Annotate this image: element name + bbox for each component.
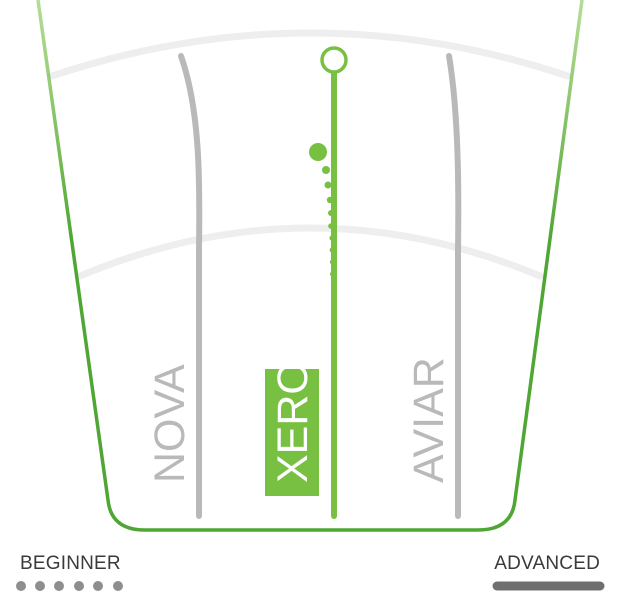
- funnel-outline: [36, 0, 584, 532]
- product-label-aviar: AVIAR: [405, 357, 453, 483]
- xero-trail-dots: [309, 143, 335, 348]
- product-label-xero: XERO: [269, 361, 317, 483]
- nova-track: [178, 53, 203, 519]
- product-label-nova: NOVA: [146, 364, 194, 483]
- advanced-label: ADVANCED: [494, 553, 600, 574]
- lower-arc: [76, 224, 544, 280]
- beginner-dots: [16, 581, 123, 591]
- aviar-track: [446, 53, 462, 519]
- upper-arc: [48, 29, 572, 80]
- beginner-label: BEGINNER: [20, 553, 121, 574]
- xero-label-badge: [265, 369, 319, 496]
- xero-marker: [320, 46, 348, 74]
